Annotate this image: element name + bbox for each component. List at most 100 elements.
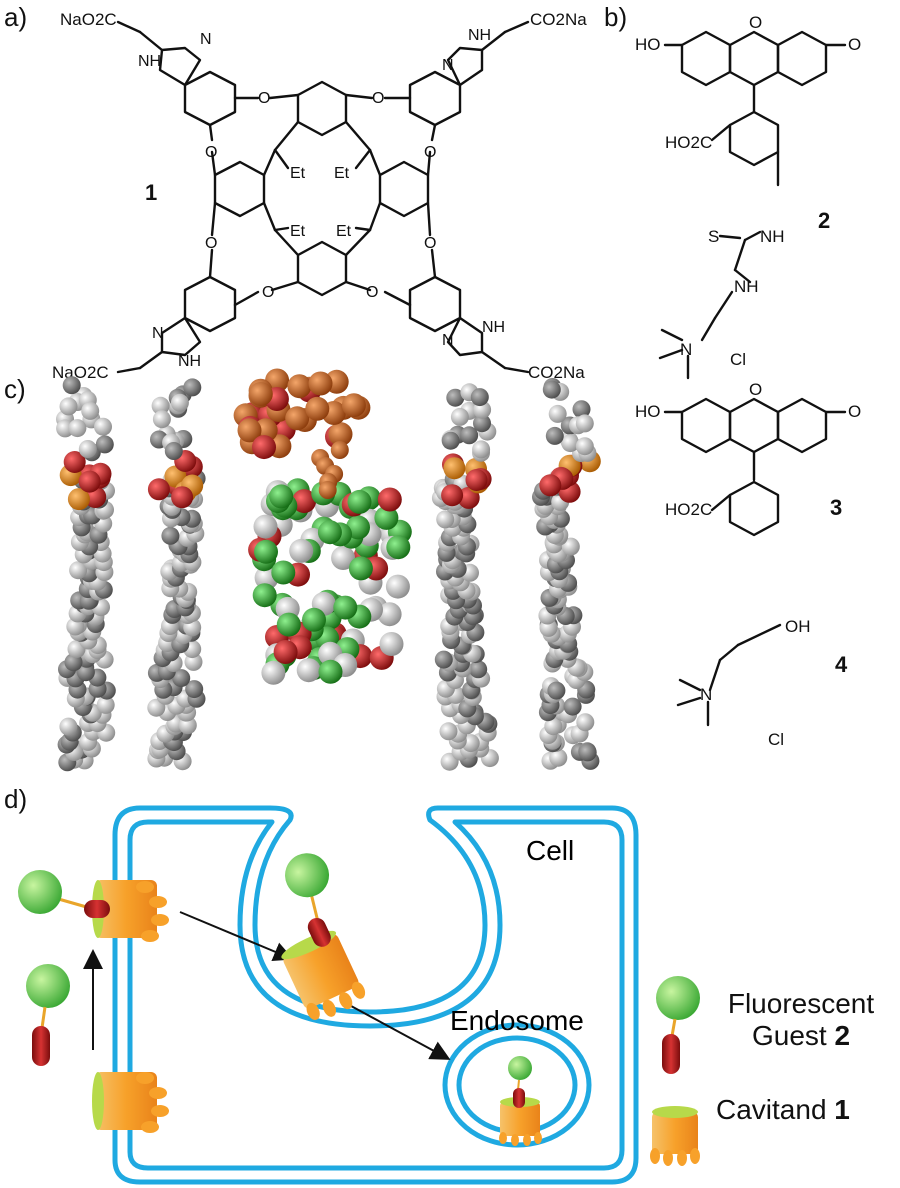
choline-atom (164, 442, 183, 460)
lipid-atom (469, 660, 488, 679)
legend-guest-line1: Fluorescent (727, 988, 875, 1019)
o-label: O (262, 284, 274, 301)
chloride-label: Cl (730, 350, 746, 369)
cavitand-atom (261, 660, 286, 685)
lipid-atom (172, 669, 191, 688)
cavitand-atom (347, 489, 372, 514)
headgroup-atom (78, 470, 101, 493)
guest-atom (308, 371, 333, 396)
cavitand-atom (317, 520, 342, 545)
choline-atom (95, 435, 114, 454)
o-label: O (848, 35, 861, 54)
legend-guest: Fluorescent Guest 2 (706, 988, 896, 1052)
bound-complex-membrane (18, 870, 169, 942)
substituent-bottom-left: NaO2C (52, 363, 109, 382)
guest-linker-atom (318, 481, 337, 499)
o-label: O (258, 90, 270, 107)
choline-atom (561, 434, 580, 453)
cell-membrane (112, 805, 639, 1185)
lipid-atom (69, 561, 88, 580)
guest-atom (237, 418, 262, 443)
nh-label: NH (734, 277, 759, 296)
internalization-arrow (179, 911, 294, 962)
legend-cavitand-icon (650, 1106, 700, 1166)
headgroup-atom (441, 484, 464, 507)
panel-label-c: c) (4, 374, 26, 404)
lipid-atom (439, 722, 458, 741)
choline-atom (151, 396, 170, 415)
nh-label: NH (138, 53, 161, 70)
choline-atom (183, 378, 202, 397)
o-label: O (424, 235, 436, 252)
cavitand-atom (296, 658, 321, 683)
choline-atom (81, 401, 100, 420)
n-label: N (442, 57, 454, 74)
nh-label: NH (760, 227, 785, 246)
cavitand-atom (302, 607, 326, 632)
headgroup-atom (147, 478, 170, 501)
legend-cavitand-number: 1 (834, 1094, 850, 1125)
free-guest-outside (26, 964, 70, 1066)
o-label: O (372, 90, 384, 107)
n-label: N (442, 332, 454, 349)
cavitand-atom (374, 505, 399, 530)
headgroup-atom (67, 488, 90, 511)
et-label: Et (290, 223, 306, 240)
lipid-atom (563, 697, 582, 716)
cavitand-atom (253, 514, 278, 539)
compound-number-2: 2 (818, 208, 830, 233)
guest-atom (248, 382, 273, 406)
guest-atom (252, 435, 276, 460)
o-label: O (424, 144, 436, 161)
ho-label: HO (635, 35, 661, 54)
legend-cavitand: Cavitand 1 (716, 1094, 896, 1126)
choline-atom (450, 407, 469, 426)
cell-schematic: Cell Endosome (18, 805, 700, 1185)
lipid-atom (434, 650, 453, 669)
chloride-label: Cl (768, 730, 784, 749)
cavitand-atom (379, 632, 404, 656)
lipid-atom (578, 743, 597, 762)
legend-guest-number: 2 (834, 1020, 851, 1051)
cavitand-structure: NaO2C CO2Na NaO2C CO2Na NH NH NH NH N N … (52, 10, 587, 382)
substituent-bottom-right: CO2Na (528, 363, 585, 382)
lipid-atom (96, 695, 115, 714)
lipid-atom (561, 537, 580, 556)
space-filling-model (56, 368, 601, 772)
o-label: O (205, 144, 217, 161)
cavitand-atom (252, 583, 277, 608)
cavitand-atom (348, 556, 373, 581)
panel-label-a: a) (4, 2, 28, 32)
lipid-atom (436, 510, 455, 529)
compound-number-4: 4 (835, 652, 848, 677)
lipid-atom (576, 713, 595, 732)
s-label: S (708, 227, 719, 246)
o-label: O (749, 380, 762, 399)
ho-label: HO (635, 402, 661, 421)
choline-atom (472, 440, 491, 459)
choline-atom (460, 426, 479, 445)
choline-atom (446, 388, 465, 407)
cavitand-atom (292, 489, 317, 514)
headgroup-atom (443, 457, 466, 480)
choline-atom (548, 404, 567, 423)
cavitand-atom (331, 546, 356, 570)
cavitand-atom (289, 538, 314, 563)
et-label: Et (334, 165, 350, 182)
choline-atom (473, 414, 491, 433)
n-label: N (200, 31, 212, 48)
lipid-atom (547, 681, 566, 700)
choline-atom (441, 431, 460, 450)
choline-atom (572, 400, 591, 419)
cavitand-atom (318, 659, 343, 684)
lipid-atom (161, 526, 180, 545)
cavitand-atom (269, 484, 294, 509)
lipid-atom (185, 680, 204, 699)
headgroup-atom (63, 451, 86, 473)
cavitand-atom (377, 487, 402, 512)
lipid-atom (59, 717, 78, 736)
choline-atom (470, 388, 489, 407)
o-label: O (366, 284, 378, 301)
choline-atom (575, 414, 594, 433)
lipid-atom (544, 717, 563, 736)
